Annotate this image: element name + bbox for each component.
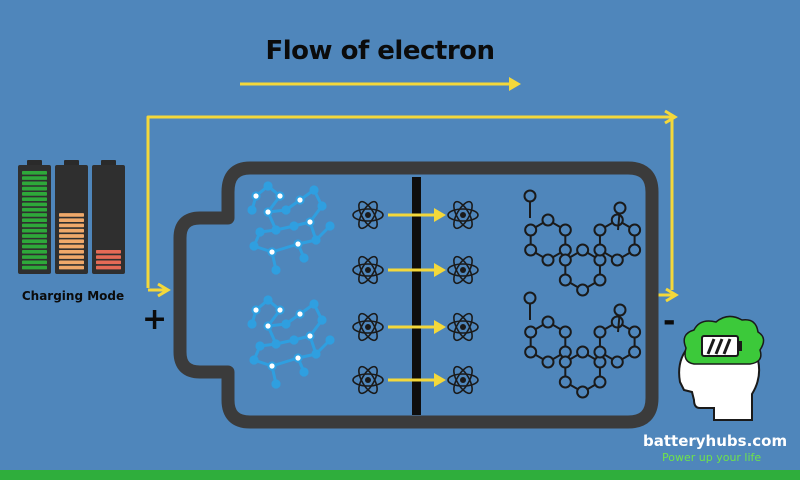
positive-terminal-label: +	[142, 302, 168, 337]
brand-name: batteryhubs.com	[643, 432, 788, 450]
charge-segment	[22, 218, 47, 223]
ion-arrowhead	[434, 263, 446, 277]
graphite-lattice-icon	[523, 189, 642, 297]
charge-segment	[96, 255, 121, 259]
charge-segment	[59, 218, 84, 223]
atom-icon	[352, 255, 384, 285]
ground-strip	[0, 470, 800, 480]
brand-tagline: Power up your life	[662, 451, 762, 464]
ion-arrowhead	[434, 208, 446, 222]
separator	[412, 177, 421, 415]
anode-graphite-lattice	[523, 189, 642, 399]
charge-segment	[22, 207, 47, 212]
charge-segment	[22, 255, 47, 259]
charge-segment	[22, 260, 47, 265]
battery-head-logo-icon	[678, 315, 765, 421]
battery-indicator-full	[18, 160, 51, 274]
charge-segment	[96, 265, 121, 270]
battery-indicators	[18, 160, 125, 274]
wire-top-arrowhead	[664, 109, 678, 125]
negative-terminal-label: -	[663, 304, 676, 339]
charge-segment	[22, 223, 47, 228]
charge-segment	[59, 249, 84, 254]
atom-icon	[447, 312, 479, 342]
charge-segment	[22, 202, 47, 207]
atom-icon	[447, 200, 479, 230]
charge-segment	[22, 186, 47, 191]
wire-positive-arrowhead	[157, 282, 171, 298]
battery-indicator-low	[92, 160, 125, 274]
ion-transfer-arrows	[388, 208, 446, 387]
charge-segment	[59, 234, 84, 238]
charge-segment	[59, 213, 84, 217]
atom-icon	[352, 312, 384, 342]
graphite-lattice-icon	[523, 291, 642, 399]
charge-segment	[22, 192, 47, 196]
atom-icon	[352, 365, 384, 395]
charge-segment	[59, 228, 84, 233]
charge-segment	[59, 239, 84, 244]
cathode-molecules	[247, 181, 335, 389]
charge-segment	[22, 249, 47, 254]
atom-icon	[352, 200, 384, 230]
atoms-group	[352, 200, 479, 395]
charge-segment	[22, 234, 47, 238]
ion-arrowhead	[434, 320, 446, 334]
wire-negative-arrowhead	[665, 287, 679, 303]
charge-segment	[22, 181, 47, 186]
charge-segment	[22, 171, 47, 175]
atom-icon	[447, 255, 479, 285]
diagram-title: Flow of electron	[265, 36, 495, 66]
charge-segment	[59, 255, 84, 259]
charge-segment	[59, 244, 84, 249]
charge-segment	[96, 260, 121, 265]
wire-path	[146, 115, 674, 290]
charge-segment	[59, 260, 84, 265]
atom-icon	[447, 365, 479, 395]
battery-indicator-half	[55, 160, 88, 274]
charge-segment	[22, 228, 47, 233]
ion-arrowhead	[434, 373, 446, 387]
charge-segment	[59, 223, 84, 228]
electron-flow-arrowhead	[509, 77, 521, 91]
lithium-oxide-molecule-icon	[247, 295, 335, 389]
charge-segment	[96, 249, 121, 254]
mode-label: Charging Mode	[21, 289, 125, 303]
charge-segment	[22, 239, 47, 244]
lithium-oxide-molecule-icon	[247, 181, 335, 275]
charge-segment	[22, 197, 47, 201]
charge-segment	[22, 176, 47, 180]
charge-segment	[22, 265, 47, 270]
charge-segment	[22, 244, 47, 249]
charge-segment	[59, 265, 84, 270]
battery-body	[173, 161, 659, 429]
charge-segment	[22, 213, 47, 217]
